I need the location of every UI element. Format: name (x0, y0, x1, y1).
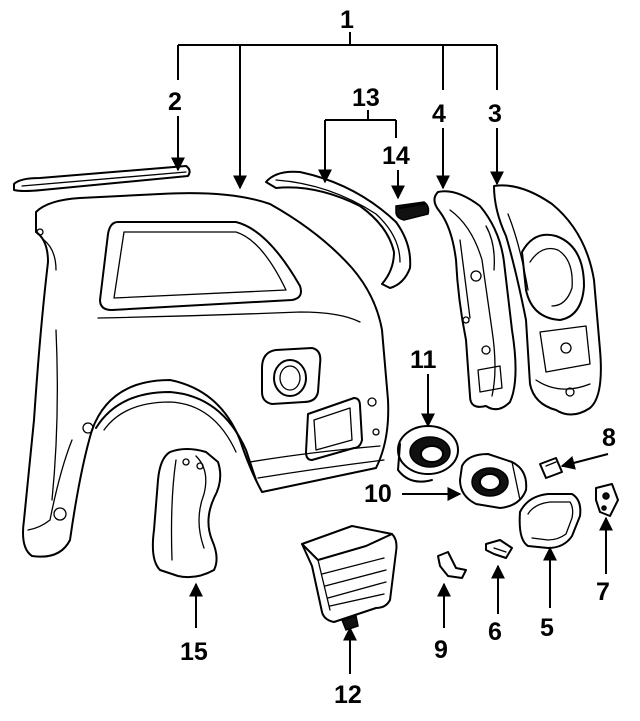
inner-panel-front (433, 190, 517, 411)
roof-drip-molding (13, 165, 191, 192)
callout-5: 5 (540, 614, 554, 642)
callout-3: 3 (488, 100, 502, 128)
callout-14: 14 (382, 142, 410, 170)
fuel-filler-housing (397, 425, 459, 483)
callout-12: 12 (334, 681, 362, 709)
mud-flap (151, 448, 222, 579)
hinge (595, 483, 619, 517)
callout-11: 11 (410, 346, 437, 374)
callout-10: 10 (364, 480, 392, 508)
callout-1: 1 (340, 6, 354, 34)
callout-7: 7 (596, 578, 610, 606)
callout-4: 4 (432, 100, 446, 128)
callout-15: 15 (180, 638, 208, 666)
upper-molding (265, 170, 412, 289)
filler-pocket (459, 453, 528, 509)
callout-13: 13 (352, 84, 380, 112)
leader-lines (171, 32, 613, 674)
callout-9: 9 (434, 636, 448, 664)
vent-duct (301, 525, 398, 631)
callout-2: 2 (168, 88, 182, 116)
callout-6: 6 (488, 618, 502, 646)
fuel-door (518, 493, 582, 549)
inner-panel-rear (493, 184, 602, 416)
retainer-clip (395, 201, 430, 221)
callout-8: 8 (602, 424, 616, 452)
spring-clip (437, 551, 467, 579)
quarter-panel (22, 192, 390, 558)
lock-clip (485, 539, 513, 559)
lamp-recess (305, 397, 363, 461)
bracket (539, 457, 563, 479)
fuel-door-recess (261, 347, 322, 405)
